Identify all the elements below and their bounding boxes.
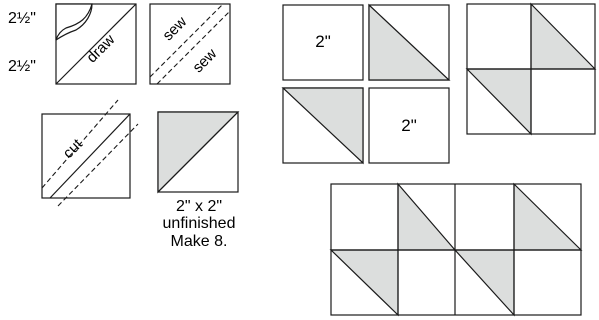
plain-square-bottom-right <box>368 87 450 164</box>
draw-square: draw <box>55 3 137 85</box>
unit-layout: 2" 2" <box>281 3 451 165</box>
finished-hst-diagonal <box>157 111 239 193</box>
sew-square: sew sew <box>149 3 231 85</box>
finished-hst <box>157 111 240 194</box>
sew-line-upper <box>150 4 224 78</box>
cut-square-outline <box>41 113 131 199</box>
dimension-top: 2½" <box>8 10 36 27</box>
folded-corner <box>55 3 93 41</box>
cut-dashed-line-upper <box>41 99 119 189</box>
cut-dashed-line-lower <box>57 123 139 207</box>
dimension-left: 2½" <box>8 58 36 75</box>
plain-square-label-a: 2" <box>315 32 331 51</box>
sew-square-outline <box>149 3 231 85</box>
caption-unfinished: unfinished <box>163 215 236 232</box>
sewn-block <box>465 2 597 136</box>
caption-make-count: Make 8. <box>171 233 228 250</box>
final-strip <box>329 182 583 317</box>
draw-diagonal-line <box>55 3 137 85</box>
caption-size: 2" x 2" <box>176 198 222 215</box>
plain-square-top-left <box>282 4 364 81</box>
folded-corner-edge <box>55 3 93 41</box>
cut-solid-line <box>49 113 131 199</box>
hst-bottom-left-gray <box>281 87 364 165</box>
plain-square-label-b: 2" <box>401 116 417 135</box>
cut-square: cut <box>41 99 139 207</box>
sew-line-lower <box>156 10 230 84</box>
hst-top-right-gray <box>368 3 451 81</box>
